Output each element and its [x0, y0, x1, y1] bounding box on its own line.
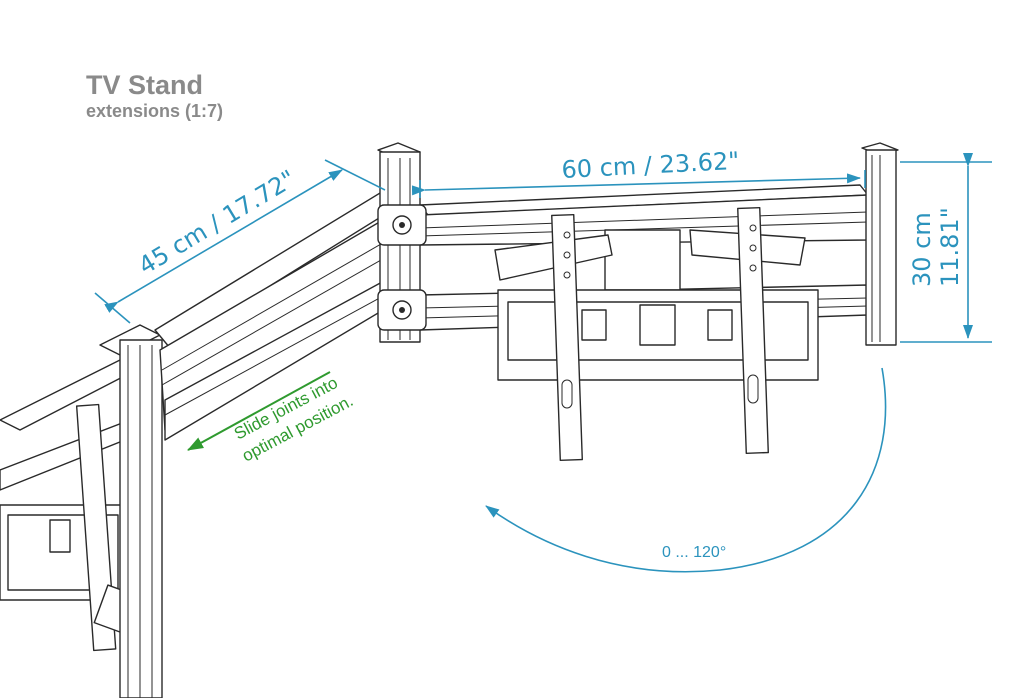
tv-wall-mount [494, 206, 819, 462]
mount-height-in-label: 11.81" [936, 207, 964, 287]
mount-height-cm-label: 30 cm [908, 212, 936, 287]
joint-brackets [377, 204, 427, 331]
page-title: TV Stand [86, 70, 204, 100]
dimension-mount-height: 30 cm 11.81" [900, 153, 992, 343]
rotation-label: 0 ... 120° [662, 544, 726, 561]
mount-width-label: 60 cm / 23.62" [561, 147, 740, 184]
right-post [861, 142, 899, 346]
rotation-indicator: 0 ... 120° [485, 367, 887, 573]
left-post [99, 324, 163, 698]
page-subtitle: extensions (1:7) [86, 101, 224, 121]
